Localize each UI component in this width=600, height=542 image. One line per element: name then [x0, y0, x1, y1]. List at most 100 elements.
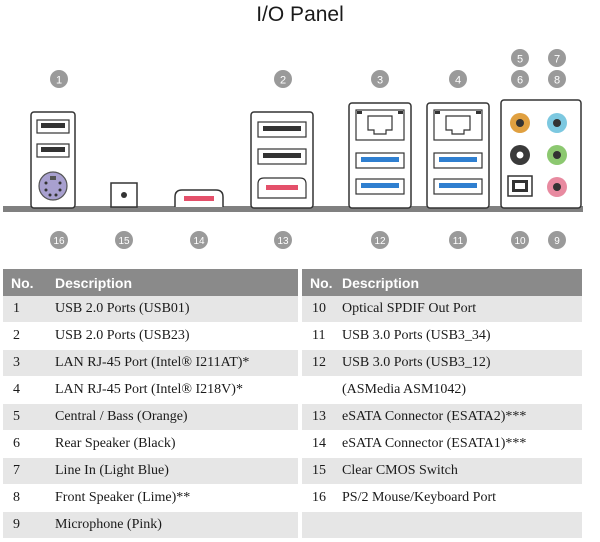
clear-cmos-switch — [110, 182, 138, 208]
row-desc: eSATA Connector (ESATA1)*** — [342, 430, 582, 458]
row-no: 9 — [3, 511, 55, 539]
panel-base-bar — [3, 206, 583, 212]
callout-13: 13 — [274, 231, 292, 249]
callout-4: 4 — [449, 70, 467, 88]
svg-text:8: 8 — [554, 75, 560, 87]
row-no: 5 — [3, 403, 55, 431]
row-desc: (ASMedia ASM1042) — [342, 376, 582, 404]
row-no: 11 — [302, 322, 342, 350]
svg-text:14: 14 — [193, 236, 205, 247]
row-no: 6 — [3, 430, 55, 458]
row-desc: Clear CMOS Switch — [342, 457, 582, 485]
header-no: No. — [302, 269, 342, 296]
row-no: 1 — [3, 296, 55, 323]
callout-14: 14 — [190, 231, 208, 249]
row-no: 3 — [3, 349, 55, 377]
row-desc: LAN RJ-45 Port (Intel® I218V)* — [55, 376, 298, 404]
svg-text:12: 12 — [374, 236, 386, 247]
row-no: 15 — [302, 457, 342, 485]
table-row: (ASMedia ASM1042) — [302, 376, 582, 404]
row-desc: eSATA Connector (ESATA2)*** — [342, 403, 582, 431]
row-no: 12 — [302, 349, 342, 377]
table-row — [302, 511, 582, 539]
svg-text:5: 5 — [517, 54, 523, 66]
row-no: 10 — [302, 296, 342, 323]
svg-text:9: 9 — [554, 236, 560, 247]
diagram-title: I/O Panel — [256, 3, 344, 26]
audio-jack-stack — [500, 99, 582, 209]
row-desc: Central / Bass (Orange) — [55, 403, 298, 431]
row-desc — [342, 511, 582, 539]
lan2-usb3-34-stack — [426, 102, 490, 209]
callout-1: 1 — [50, 70, 68, 88]
row-desc: Rear Speaker (Black) — [55, 430, 298, 458]
svg-text:7: 7 — [554, 54, 560, 66]
callout-7: 7 — [548, 49, 566, 67]
svg-text:16: 16 — [53, 236, 65, 247]
esata1-connector — [174, 189, 224, 207]
lan1-usb3-12-stack — [348, 102, 412, 209]
usb23-esata2-stack — [250, 111, 314, 209]
svg-text:11: 11 — [453, 236, 464, 247]
callout-3: 3 — [371, 70, 389, 88]
row-no — [302, 376, 342, 404]
svg-text:10: 10 — [514, 236, 526, 247]
svg-text:15: 15 — [118, 236, 130, 247]
svg-text:4: 4 — [455, 75, 461, 87]
callout-11: 11 — [449, 231, 467, 249]
usb01-ps2-stack — [30, 111, 76, 209]
row-desc: Optical SPDIF Out Port — [342, 296, 582, 323]
row-no: 13 — [302, 403, 342, 431]
row-desc: USB 2.0 Ports (USB01) — [55, 296, 298, 323]
row-desc: Front Speaker (Lime)** — [55, 484, 298, 512]
svg-text:6: 6 — [517, 75, 523, 87]
row-no: 16 — [302, 484, 342, 512]
callout-12: 12 — [371, 231, 389, 249]
callout-2: 2 — [274, 70, 292, 88]
callout-16: 16 — [50, 231, 68, 249]
row-no — [302, 511, 342, 539]
row-no: 8 — [3, 484, 55, 512]
row-no: 14 — [302, 430, 342, 458]
io-panel-diagram: I/O Panel 1 2 3 4 5 6 7 8 — [3, 3, 583, 249]
svg-text:2: 2 — [280, 75, 286, 87]
row-desc: PS/2 Mouse/Keyboard Port — [342, 484, 582, 512]
row-no: 4 — [3, 376, 55, 404]
header-description: Description — [55, 269, 298, 296]
row-desc: LAN RJ-45 Port (Intel® I211AT)* — [55, 349, 298, 377]
callout-6: 6 — [511, 70, 529, 88]
row-desc: USB 3.0 Ports (USB3_12) — [342, 349, 582, 377]
callout-8: 8 — [548, 70, 566, 88]
ps2-port — [38, 171, 68, 201]
row-no: 2 — [3, 322, 55, 350]
callout-5: 5 — [511, 49, 529, 67]
header-description: Description — [342, 269, 582, 296]
header-no: No. — [3, 269, 55, 296]
svg-text:1: 1 — [56, 75, 62, 87]
row-desc: USB 2.0 Ports (USB23) — [55, 322, 298, 350]
callout-9: 9 — [548, 231, 566, 249]
svg-text:13: 13 — [277, 236, 289, 247]
row-no: 7 — [3, 457, 55, 485]
callout-10: 10 — [511, 231, 529, 249]
row-desc: Microphone (Pink) — [55, 511, 298, 539]
row-desc: USB 3.0 Ports (USB3_34) — [342, 322, 582, 350]
svg-text:3: 3 — [377, 75, 383, 87]
